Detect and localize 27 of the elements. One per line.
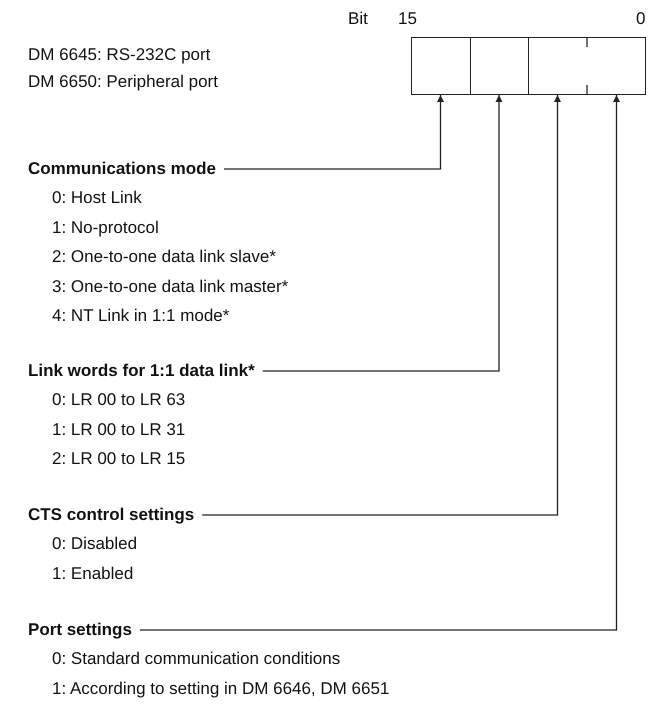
option-text: 4: NT Link in 1:1 mode* [52, 306, 230, 326]
bit-label: 0 [636, 9, 646, 29]
arrow [224, 95, 444, 170]
option-text: 0: LR 00 to LR 63 [52, 390, 186, 410]
option-text: 2: LR 00 to LR 15 [52, 449, 186, 469]
option-text: 1: No-protocol [52, 218, 159, 238]
arrow [262, 95, 502, 372]
option-text: 2: One-to-one data link slave* [52, 247, 276, 267]
option-text: 0: Host Link [52, 188, 142, 208]
register-label: DM 6645: RS-232C port [28, 45, 210, 65]
setting-heading: Communications mode [28, 159, 216, 179]
setting-heading: Port settings [28, 620, 132, 640]
bit-label: Bit [348, 9, 368, 29]
setting-heading: Link words for 1:1 data link* [28, 361, 255, 381]
bit-label: 15 [398, 9, 417, 29]
register-bit-field [470, 37, 528, 95]
setting-heading: CTS control settings [28, 505, 194, 525]
register-bit-field [411, 37, 470, 95]
option-text: 3: One-to-one data link master* [52, 276, 288, 296]
register-label: DM 6650: Peripheral port [28, 72, 218, 92]
option-text: 1: Enabled [52, 564, 134, 584]
arrow [202, 95, 561, 516]
option-text: 1: LR 00 to LR 31 [52, 420, 186, 440]
option-text: 0: Disabled [52, 534, 138, 554]
arrow [140, 95, 620, 631]
option-text: 1: According to setting in DM 6646, DM 6651 [52, 678, 390, 698]
option-text: 0: Standard communication conditions [52, 649, 340, 669]
